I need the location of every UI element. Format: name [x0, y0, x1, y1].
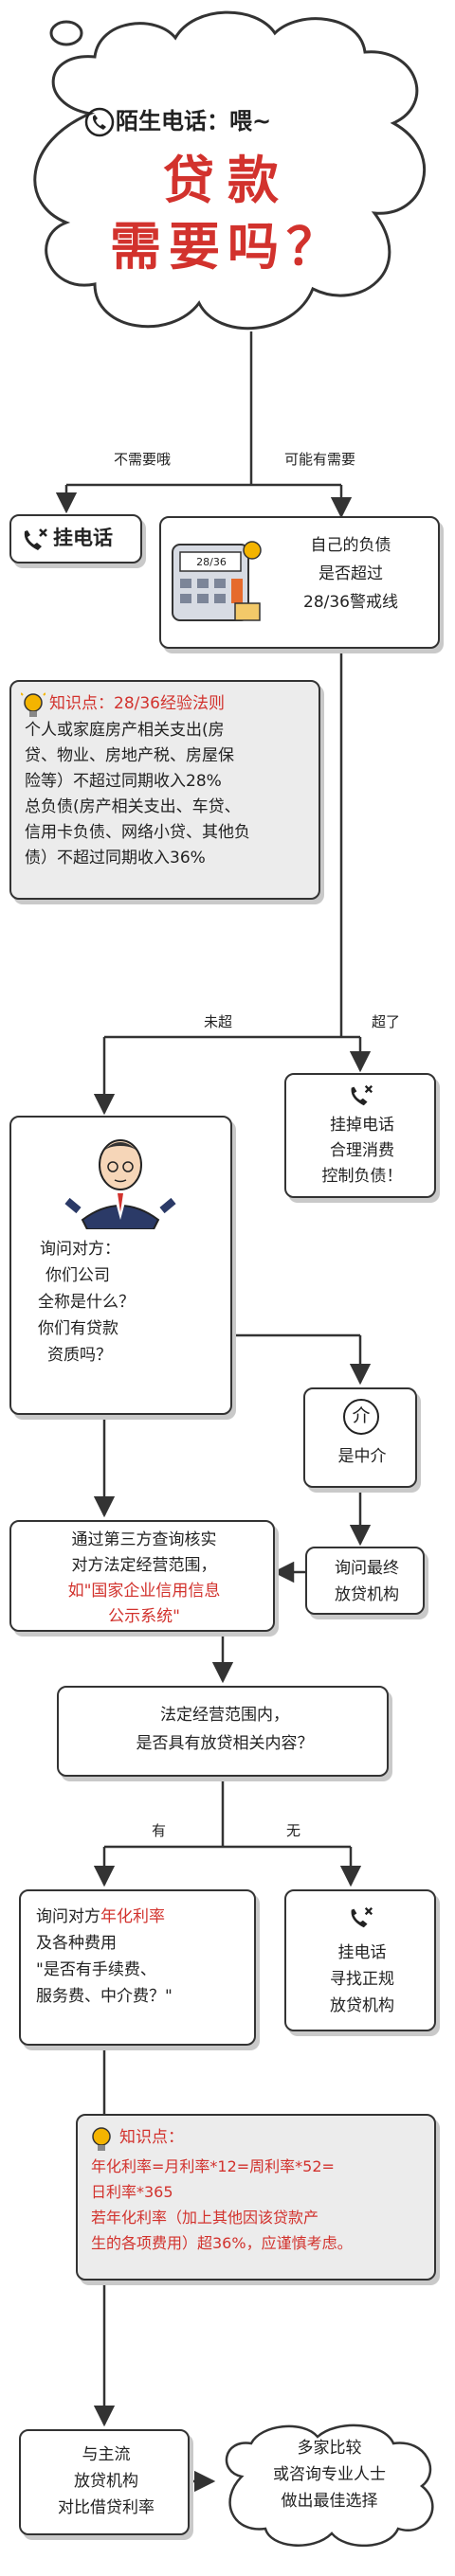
calc-screen-text: 28/36: [196, 556, 227, 568]
verify-line2: 对方法定经营范围，: [71, 1556, 217, 1575]
hang-up-control-line2: 合理消费: [330, 1141, 394, 1160]
scope-question-line1: 法定经营范围内，: [160, 1706, 289, 1725]
verify-quote1: 如"国家企业信用信息: [67, 1582, 221, 1601]
phone-hangup-icon: [347, 1905, 375, 1935]
own-debt-line1: 自己的负债: [310, 536, 391, 555]
knowledge1-title: 知识点：28/36经验法则: [49, 694, 225, 713]
mainstream-box: 与主流 放贷机构 对比借贷利率: [19, 2429, 190, 2535]
hang-up-control-line3: 控制负债！: [321, 1167, 403, 1186]
hang-up-box-1: 挂电话: [9, 514, 142, 564]
ask-company-line5: 资质吗？: [47, 1346, 112, 1365]
cloud-puff: [49, 20, 83, 46]
ask-final-box: 询问最终 放贷机构: [305, 1547, 425, 1615]
label-not-exceed: 未超: [204, 1013, 233, 1030]
label-no: 无: [286, 1822, 301, 1839]
mainstream-line3: 对比借贷利率: [58, 2498, 155, 2517]
hang-up-regular-box: 挂电话 寻找正规 放贷机构: [284, 1889, 436, 2031]
ask-company-line1: 询问对方：: [40, 1240, 120, 1259]
mainstream-line2: 放贷机构: [74, 2472, 138, 2491]
compare-line1: 多家比较: [297, 2439, 362, 2458]
scope-question-box: 法定经营范围内， 是否具有放贷相关内容？: [57, 1686, 389, 1777]
knowledge-box-1: 知识点：28/36经验法则 个人或家庭房产相关支出(房 贷、物业、房地产税、房屋…: [9, 680, 320, 900]
hang-up-control-box: 挂掉电话 合理消费 控制负债！: [284, 1073, 436, 1198]
intermediary-box: 介 是中介: [303, 1387, 417, 1488]
verify-line1: 通过第三方查询核实: [71, 1530, 217, 1549]
hang-up-label-1: 挂电话: [53, 527, 113, 549]
phone-hangup-icon: [347, 1082, 375, 1113]
knowledge1-line4: 总负债(房产相关支出、车贷、: [25, 797, 241, 816]
own-debt-line3: 28/36警戒线: [303, 593, 398, 612]
ask-rate-red: 年化利率: [100, 1907, 165, 1926]
label-exceed: 超了: [372, 1013, 401, 1030]
scope-question-line2: 是否具有放贷相关内容？: [136, 1734, 314, 1753]
label-no-need: 不需要哦: [114, 451, 172, 468]
header-caller-text: 陌生电话：喂~: [116, 108, 272, 134]
knowledge-box-2: 知识点： 年化利率=月利率*12=周利率*52= 日利率*365 若年化利率（加…: [76, 2114, 436, 2281]
intermediary-icon: [343, 1399, 379, 1435]
knowledge1-line1: 个人或家庭房产相关支出(房: [25, 721, 225, 740]
ask-company-box: 询问对方： 你们公司 全称是什么？ 你们有贷款 资质吗？: [9, 1116, 232, 1415]
hang-up-control-line1: 挂掉电话: [330, 1116, 394, 1135]
ask-final-line1: 询问最终: [335, 1559, 399, 1578]
businessman-icon: [64, 1125, 177, 1233]
verify-box: 通过第三方查询核实 对方法定经营范围， 如"国家企业信用信息 公示系统": [9, 1520, 275, 1632]
knowledge2-line3: 若年化利率（加上其他因该贷款产: [91, 2209, 319, 2227]
label-yes: 有: [152, 1822, 167, 1839]
compare-line3: 做出最佳选择: [281, 2492, 378, 2511]
ask-rate-line3: "是否有手续费、: [36, 1960, 156, 1979]
calculator-icon: [169, 537, 264, 628]
ask-final-line2: 放贷机构: [335, 1585, 399, 1604]
compare-cloud: [225, 2424, 434, 2548]
knowledge1-line5: 信用卡负债、网络小贷、其他负: [25, 823, 250, 842]
ask-company-line3: 全称是什么？: [38, 1293, 135, 1312]
header-title-loan: 贷款: [163, 151, 292, 210]
header-cloud: [33, 10, 427, 331]
header-title-need: 需要吗？: [110, 217, 345, 277]
hang-up-regular-line2: 寻找正规: [330, 1970, 394, 1989]
phone-hangup-icon: [21, 526, 49, 558]
verify-quote2: 公示系统": [108, 1607, 180, 1626]
ask-rate-prefix: 询问对方: [36, 1907, 100, 1926]
mainstream-line1: 与主流: [82, 2445, 131, 2464]
knowledge1-line2: 贷、物业、房地产税、房屋保: [25, 746, 234, 765]
ask-rate-line1: 询问对方年化利率: [36, 1905, 254, 1930]
knowledge2-title: 知识点：: [119, 2128, 184, 2147]
compare-line2: 或咨询专业人士: [273, 2465, 386, 2484]
own-debt-box: 28/36 自己的负债 是否超过 28/36警戒线: [159, 516, 440, 649]
knowledge2-line4: 生的各项费用）超36%，应谨慎考虑。: [91, 2234, 353, 2252]
intermediary-label: 是中介: [337, 1447, 387, 1466]
own-debt-line2: 是否超过: [318, 564, 383, 583]
phone-icon: [83, 106, 116, 138]
label-maybe-need: 可能有需要: [284, 451, 356, 468]
ask-rate-line2: 及各种费用: [36, 1934, 117, 1953]
knowledge2-line1: 年化利率=月利率*12=周利率*52=: [91, 2157, 335, 2175]
knowledge1-line3: 险等）不超过同期收入28%: [25, 772, 222, 791]
knowledge2-line2: 日利率*365: [91, 2183, 173, 2201]
hang-up-regular-line3: 放贷机构: [330, 1996, 394, 2015]
ask-company-line2: 你们公司: [46, 1266, 110, 1285]
knowledge1-line6: 债）不超过同期收入36%: [25, 849, 206, 868]
ask-company-line4: 你们有贷款: [38, 1319, 118, 1338]
hang-up-regular-line1: 挂电话: [337, 1943, 387, 1962]
intermediary-symbol: 介: [352, 1405, 371, 1426]
lightbulb-icon: [89, 2125, 114, 2157]
ask-rate-box: 询问对方年化利率 及各种费用 "是否有手续费、 服务费、中介费？": [19, 1889, 256, 2046]
ask-rate-line4: 服务费、中介费？": [36, 1987, 173, 2006]
